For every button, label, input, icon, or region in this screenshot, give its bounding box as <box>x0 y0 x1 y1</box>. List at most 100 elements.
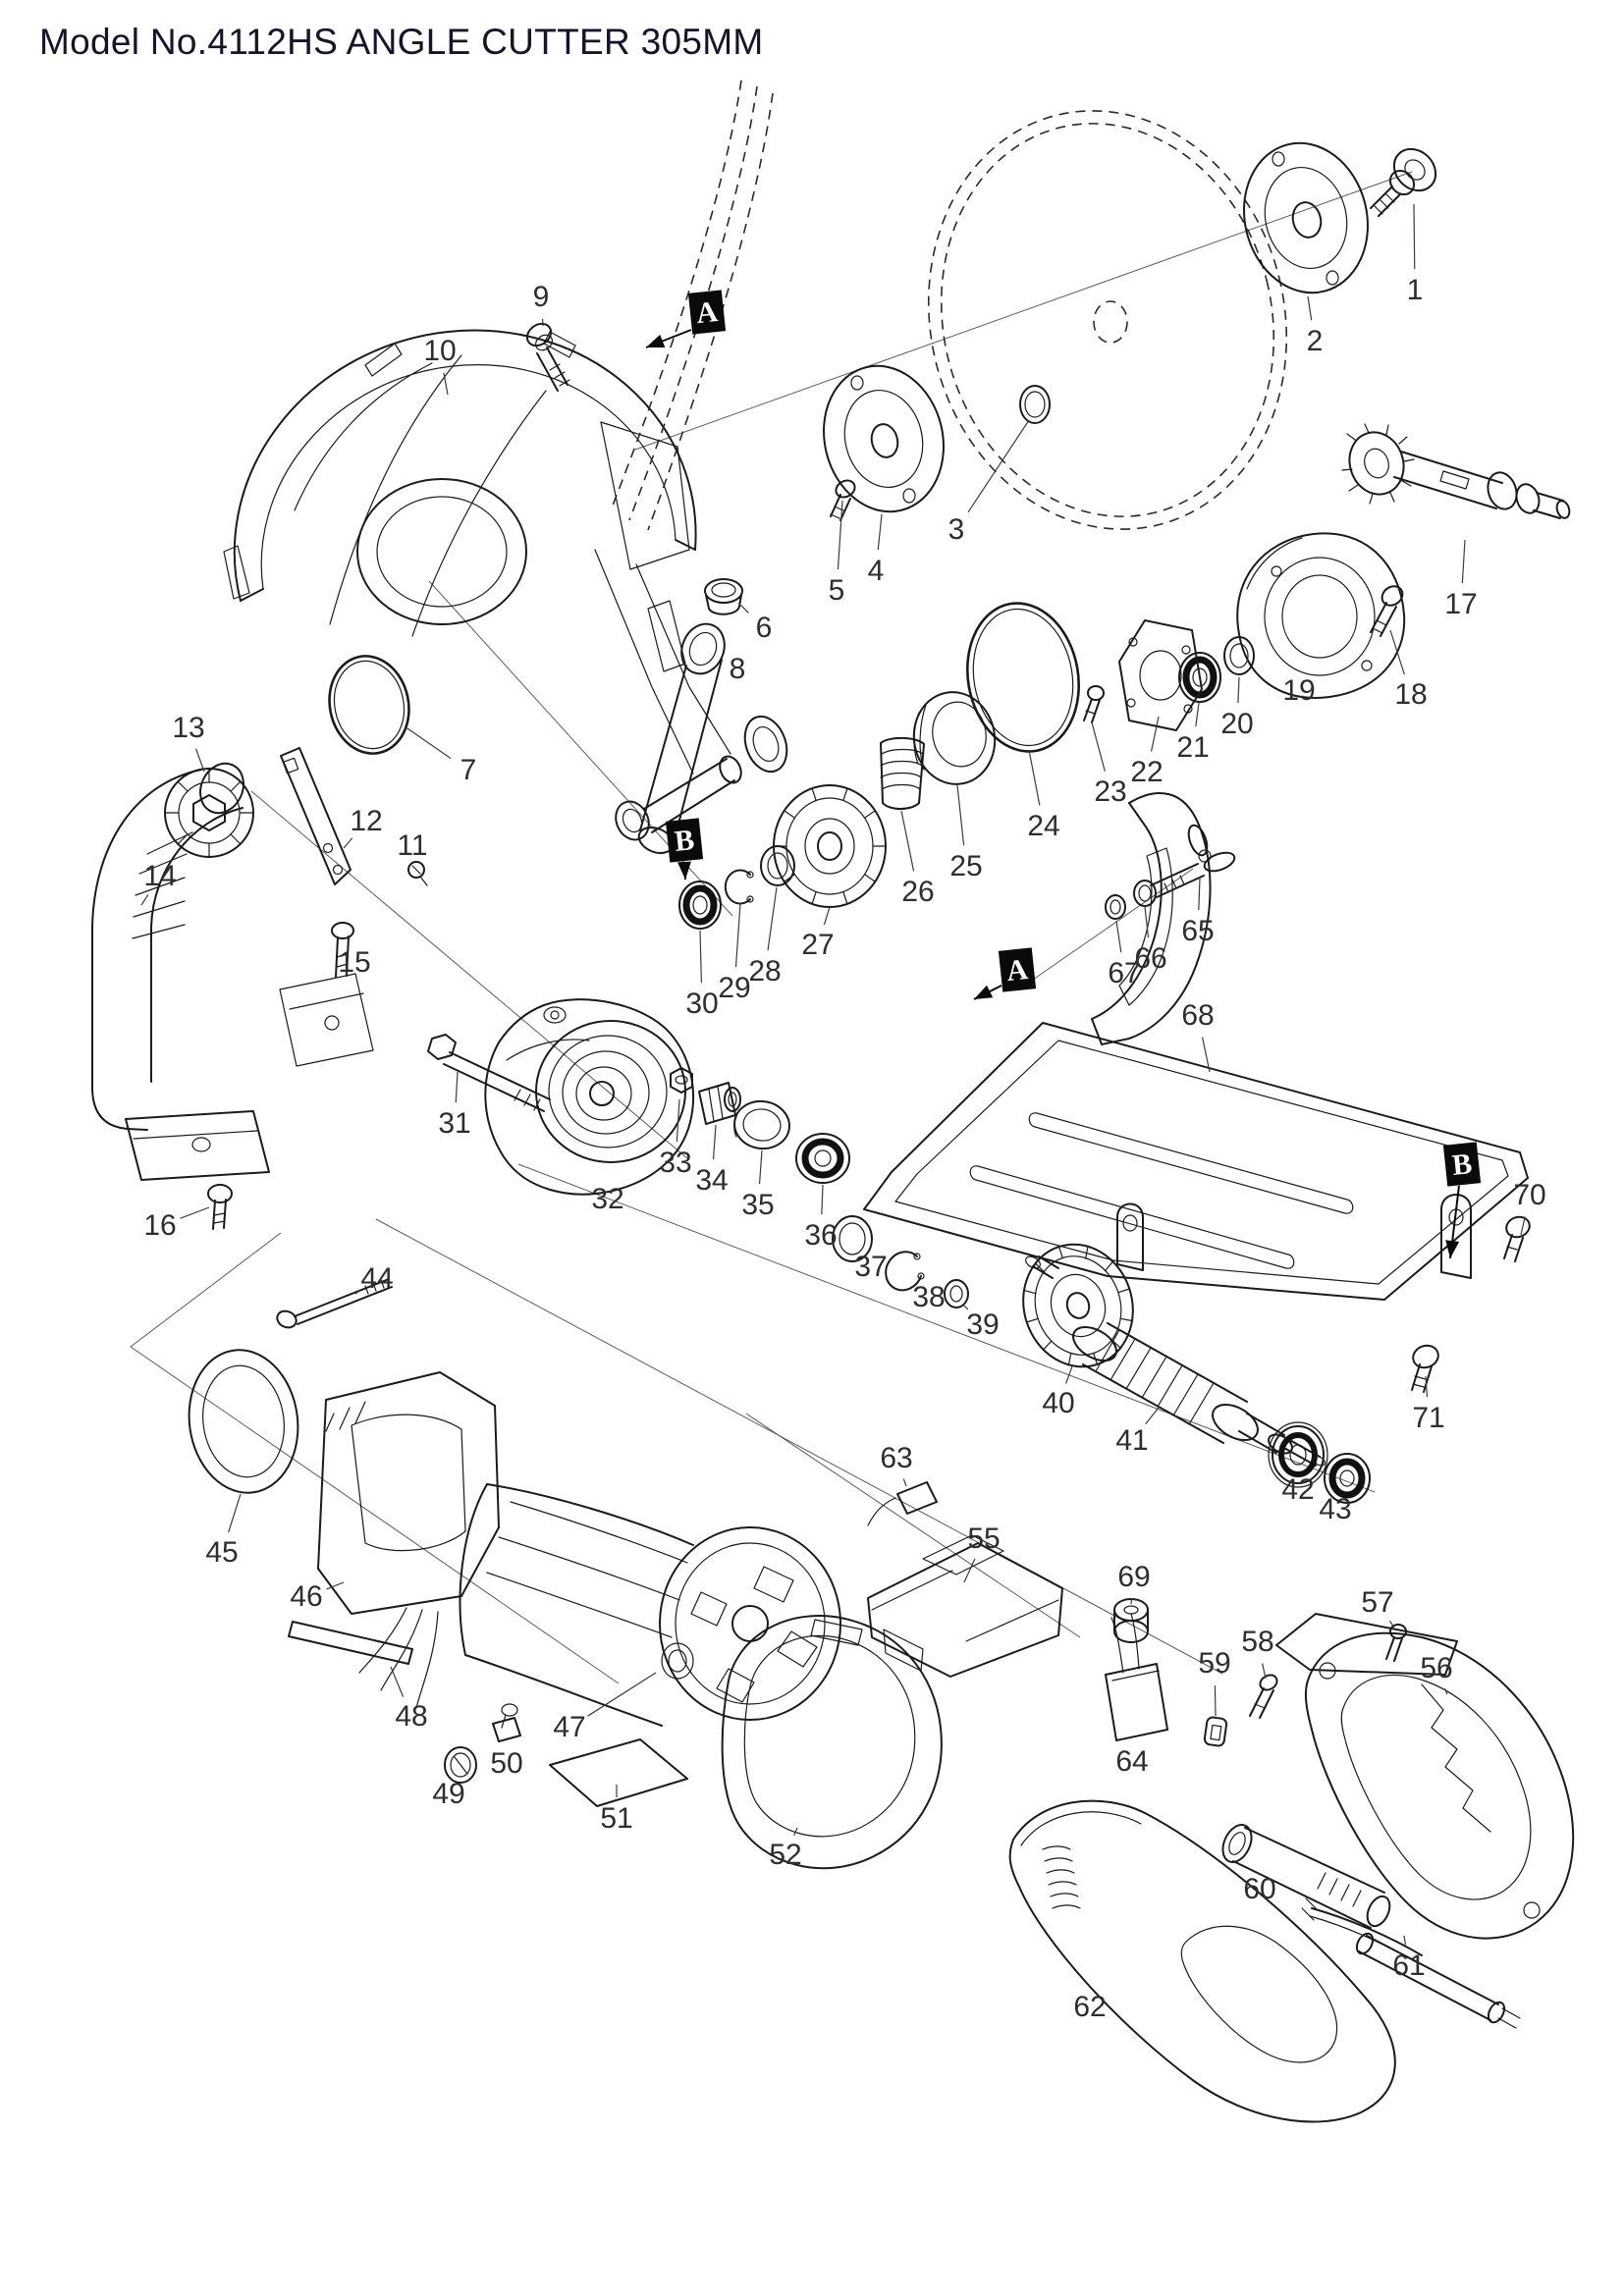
part-label-51: 51 <box>600 1802 633 1835</box>
leader-line-44 <box>354 1290 360 1295</box>
leader-line-36 <box>821 1184 824 1215</box>
leader-line-31 <box>455 1071 459 1103</box>
leader-line-63 <box>902 1478 907 1487</box>
cord-clip-59 <box>1203 1716 1228 1747</box>
part-label-63: 63 <box>880 1442 913 1474</box>
part-label-58: 58 <box>1241 1626 1274 1658</box>
leader-line-46 <box>326 1581 345 1590</box>
part-label-18: 18 <box>1394 678 1428 711</box>
part-label-32: 32 <box>591 1183 624 1215</box>
leader-line-29 <box>734 902 741 968</box>
part-label-1: 1 <box>1406 274 1424 306</box>
pulley-27 <box>773 784 887 908</box>
fan-40 <box>1022 1243 1134 1368</box>
part-label-2: 2 <box>1306 325 1324 357</box>
guard-cap <box>704 578 743 615</box>
leader-line-45 <box>228 1493 242 1533</box>
clamp-nut-25 <box>912 691 997 785</box>
part-label-71: 71 <box>1412 1402 1445 1434</box>
guard-bolt <box>525 322 570 392</box>
base-68 <box>863 792 1529 1301</box>
part-label-44: 44 <box>360 1262 394 1295</box>
sleeve-26 <box>880 736 925 810</box>
part-label-41: 41 <box>1115 1424 1149 1457</box>
name-plate-51 <box>549 1738 688 1807</box>
switch-55 <box>867 1534 1063 1678</box>
part-label-70: 70 <box>1513 1179 1546 1211</box>
noise-filter-63 <box>867 1481 938 1526</box>
part-label-60: 60 <box>1243 1873 1276 1905</box>
svg-text:B: B <box>1450 1148 1473 1182</box>
part-label-8: 8 <box>729 653 746 685</box>
part-label-16: 16 <box>143 1209 177 1242</box>
leader-line-13 <box>194 748 205 773</box>
part-label-31: 31 <box>438 1107 471 1140</box>
part-label-56: 56 <box>1420 1652 1453 1684</box>
leader-line-28 <box>767 886 778 951</box>
cut-off-wheel <box>927 110 1288 530</box>
part-label-29: 29 <box>718 972 751 1004</box>
view-marker-a-0: A <box>687 290 727 335</box>
part-label-43: 43 <box>1319 1493 1352 1525</box>
part-label-15: 15 <box>338 946 371 979</box>
part-label-30: 30 <box>685 988 719 1020</box>
bearing-30 <box>678 881 722 930</box>
part-label-24: 24 <box>1027 810 1060 842</box>
part-label-39: 39 <box>966 1308 1000 1341</box>
bolt-71 <box>1411 1344 1439 1393</box>
leader-line-12 <box>343 837 353 849</box>
leader-line-52 <box>793 1827 798 1837</box>
leader-line-59 <box>1214 1684 1217 1717</box>
part-label-38: 38 <box>912 1281 946 1313</box>
leader-lines <box>140 203 1526 1946</box>
leader-line-33 <box>676 1098 680 1143</box>
circlip-38 <box>885 1251 925 1292</box>
leader-line-69 <box>1130 1598 1133 1605</box>
part-label-4: 4 <box>867 555 885 587</box>
bearing-21 <box>1178 652 1221 703</box>
wing-bolt-65 <box>1150 824 1236 898</box>
handle-cover-56 <box>1275 1613 1575 1940</box>
part-label-40: 40 <box>1042 1387 1075 1419</box>
part-label-36: 36 <box>804 1219 838 1252</box>
part-label-48: 48 <box>395 1700 428 1733</box>
screw-23 <box>1083 685 1105 723</box>
part-label-67: 67 <box>1108 957 1141 989</box>
leader-line-4 <box>877 513 883 551</box>
baffle-ring-45 <box>188 1349 299 1494</box>
part-label-20: 20 <box>1220 708 1254 740</box>
leader-line-67 <box>1115 920 1122 953</box>
screw-58 <box>1249 1674 1278 1719</box>
construction-lines <box>130 171 1413 1684</box>
arm-screw <box>407 861 428 886</box>
leader-line-16 <box>180 1206 210 1219</box>
leader-line-22 <box>1150 716 1160 752</box>
part-label-65: 65 <box>1181 915 1215 947</box>
guard-oring <box>328 655 410 755</box>
leader-line-57 <box>1388 1620 1395 1629</box>
oring-24 <box>965 602 1081 753</box>
part-label-22: 22 <box>1130 756 1164 788</box>
leader-line-3 <box>967 419 1030 512</box>
part-label-64: 64 <box>1115 1745 1149 1778</box>
svg-text:A: A <box>1005 953 1030 988</box>
bolt-70 <box>1503 1215 1531 1262</box>
part-label-27: 27 <box>801 929 835 961</box>
washer-66 <box>1133 880 1157 907</box>
part-label-12: 12 <box>350 805 383 837</box>
part-label-46: 46 <box>290 1580 323 1613</box>
cap-49 <box>444 1746 477 1784</box>
part-label-47: 47 <box>553 1711 586 1743</box>
view-marker-b-2: B <box>665 818 704 863</box>
part-label-61: 61 <box>1392 1949 1426 1982</box>
view-marker-a-1: A <box>998 947 1037 992</box>
leader-line-1 <box>1413 203 1416 270</box>
leader-line-66 <box>1144 906 1150 938</box>
leader-line-47 <box>587 1672 657 1717</box>
blade-guard <box>223 329 731 774</box>
part-label-69: 69 <box>1117 1561 1151 1593</box>
washer-67 <box>1105 894 1126 920</box>
gear-housing-32 <box>484 998 695 1196</box>
depth-knob <box>164 768 254 858</box>
